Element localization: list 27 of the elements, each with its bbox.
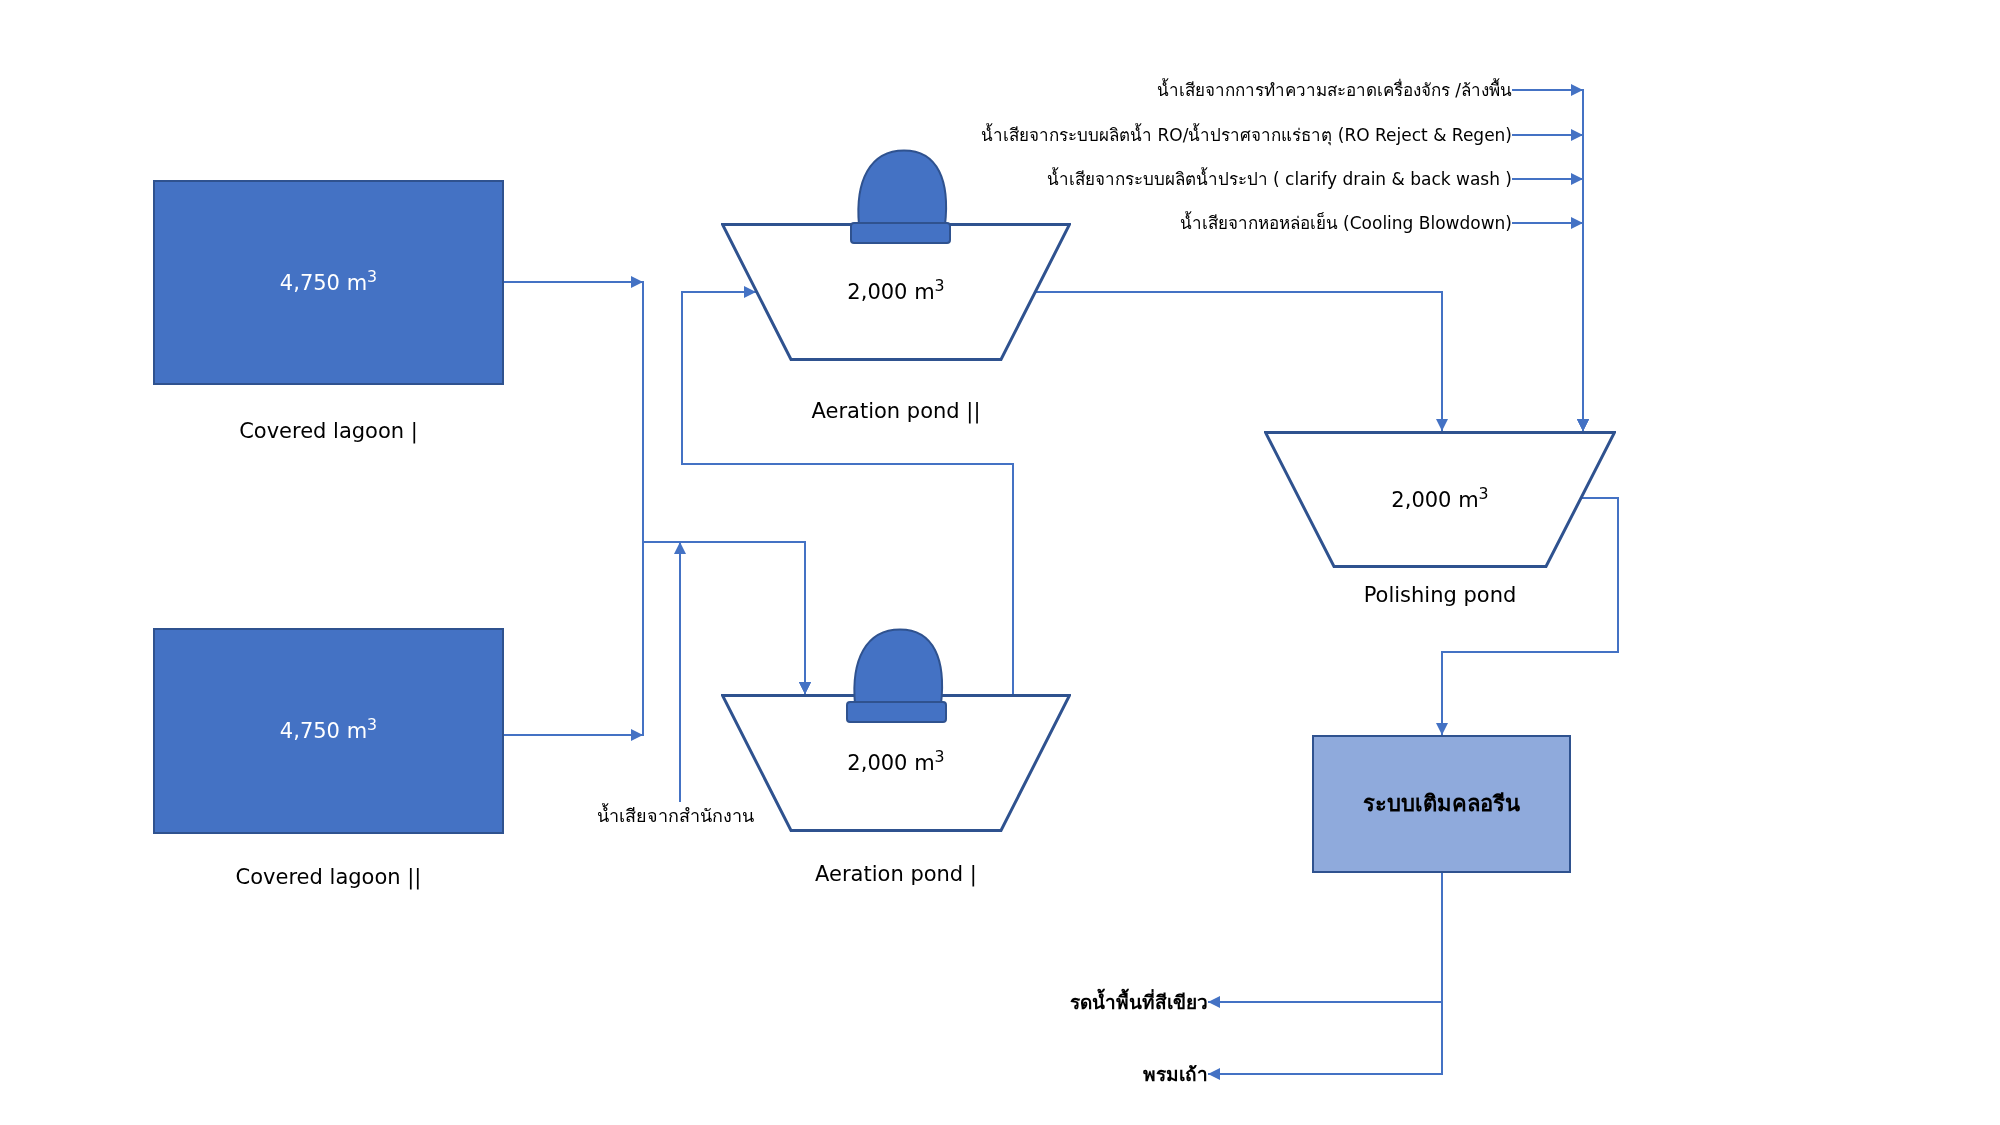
lagoon-tank (153, 628, 504, 834)
flow-arrow (674, 541, 811, 803)
process-box (1312, 735, 1571, 873)
flow-arrow (1035, 291, 1448, 432)
outlet-label: พรมเถ้า (1143, 1060, 1208, 1088)
source-label: น้ำเสียจากระบบผลิตน้ำ RO/น้ำปราศจากแร่ธาตุ (RO Reject & Regen) (981, 121, 1512, 149)
volume-label: 2,000 m$^{3}$ (847, 750, 945, 776)
volume-label: 4,750 m$^{3}$ (279, 269, 378, 296)
volume-label: 2,000 m$^{3}$ (1391, 486, 1489, 513)
volume-label: 2,000 m$^{3}$ (847, 279, 945, 305)
source-label: น้ำเสียจากการทำความสะอาดเครื่องจักร /ล้างพื้น (1156, 76, 1512, 104)
outlet-label: รดน้ำพื้นที่สีเขียว (1070, 988, 1208, 1016)
flow-arrow (1436, 497, 1619, 736)
pond-caption: Aeration pond || (811, 398, 981, 425)
process-label: ระบบเติมคลอรีน (1363, 790, 1520, 818)
lagoon-caption: Covered lagoon || (235, 864, 422, 891)
lagoon-caption: Covered lagoon | (239, 418, 418, 445)
flow-arrow (1511, 217, 1589, 432)
flow-arrow (681, 286, 1014, 695)
pond-caption: Polishing pond (1363, 582, 1517, 609)
volume-label: 4,750 m$^{3}$ (279, 718, 378, 744)
lagoon-tank (153, 180, 504, 385)
pond-basin (1264, 431, 1616, 568)
source-label: น้ำเสียจากหอหล่อเย็น (Cooling Blowdown) (1179, 209, 1512, 237)
source-label: น้ำเสียจากสำนักงาน (596, 802, 754, 830)
pond-caption: Aeration pond | (815, 861, 977, 888)
source-label: น้ำเสียจากระบบผลิตน้ำประปา ( clarify drain & back wash ) (1046, 165, 1512, 193)
